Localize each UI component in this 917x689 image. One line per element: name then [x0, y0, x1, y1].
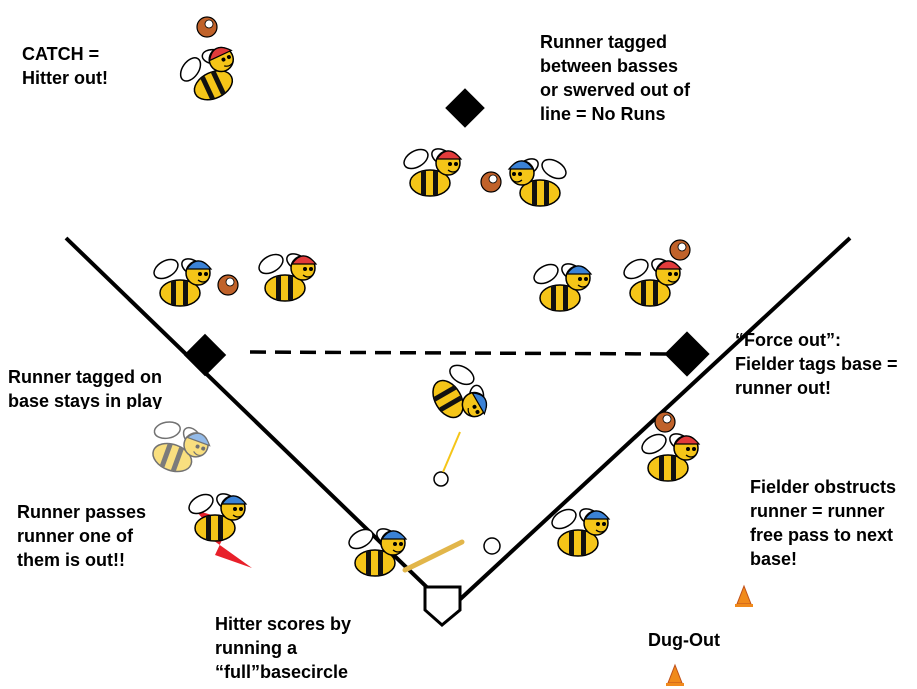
pitch-trail — [443, 432, 460, 472]
catch-rule-label: CATCH = Hitter out! — [22, 42, 108, 90]
obstructs-rule-label: Fielder obstructs runner = runner free p… — [750, 475, 896, 571]
bee-catcher-icon — [171, 38, 247, 109]
bee-runner-icon — [151, 255, 211, 306]
bee-fielder-icon — [621, 255, 681, 306]
third-base-icon — [184, 334, 226, 376]
second-base-icon — [445, 88, 485, 128]
cone-icon — [735, 586, 753, 607]
first-base-icon — [664, 331, 709, 376]
glove-icon — [481, 172, 501, 192]
bee-runner-icon — [186, 490, 246, 541]
passes-runner-rule-label: Runner passes runner one of them is out!… — [17, 500, 146, 572]
ball-icon — [434, 472, 448, 486]
bee-hitter-icon — [346, 525, 406, 576]
tagged-on-base-rule-label: Runner tagged on base stays in play — [8, 365, 162, 409]
bee-runner-icon — [509, 155, 569, 206]
glove-icon — [655, 412, 675, 432]
bee-runner-faded-icon — [140, 412, 214, 480]
base-path-dashed-line — [250, 352, 666, 354]
home-plate-icon — [425, 587, 460, 625]
glove-icon — [218, 275, 238, 295]
bee-runner-icon — [531, 260, 591, 311]
bee-fielder-icon — [401, 145, 461, 196]
bee-runner-icon — [549, 505, 609, 556]
cone-icon — [666, 665, 684, 686]
hitter-scores-rule-label: Hitter scores by running a “full”basecir… — [215, 612, 351, 684]
bat-icon — [405, 542, 462, 570]
bee-pitcher-icon — [422, 355, 496, 432]
dugout-label: Dug-Out — [648, 628, 720, 652]
glove-icon — [197, 17, 217, 37]
bee-fielder-icon — [639, 430, 699, 481]
glove-icon — [670, 240, 690, 260]
bee-fielder-icon — [256, 250, 316, 301]
force-out-rule-label: “Force out”: Fielder tags base = runner … — [735, 328, 898, 400]
ball-icon — [484, 538, 500, 554]
tagged-between-rule-label: Runner tagged between basses or swerved … — [540, 30, 690, 126]
